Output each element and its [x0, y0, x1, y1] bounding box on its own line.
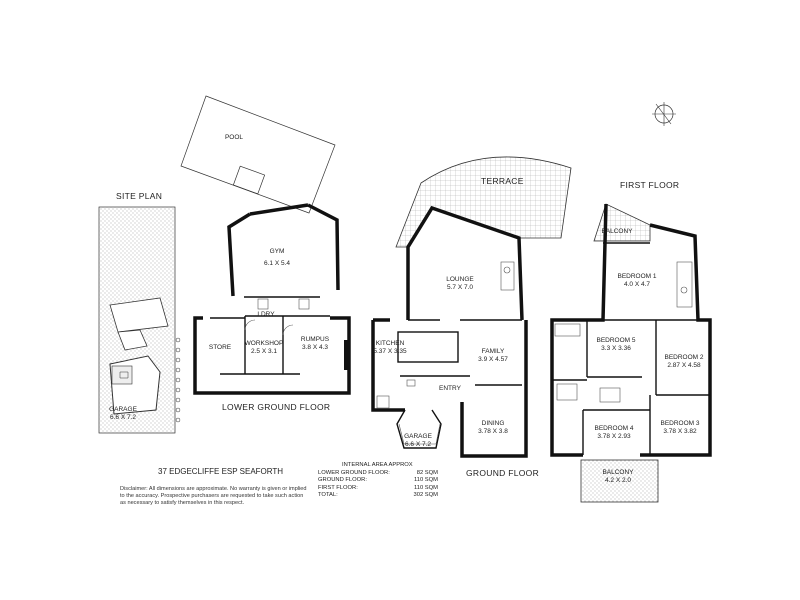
- bedroom5-label: BEDROOM 5: [596, 337, 635, 344]
- area-row: TOTAL:302 SQM: [318, 492, 438, 499]
- area-table: INTERNAL AREA APPROX LOWER GROUND FLOOR:…: [318, 462, 438, 500]
- property-address: 37 EDGECLIFFE ESP SEAFORTH: [158, 467, 284, 476]
- store-label: STORE: [209, 344, 232, 351]
- site-garage-dim: 6.6 X 7.2: [110, 414, 136, 421]
- bedroom3-label: BEDROOM 3: [660, 420, 699, 427]
- workshop-label: WORKSHOP: [245, 340, 284, 347]
- family-label: FAMILY: [482, 348, 505, 355]
- bedroom3-dim: 3.78 X 3.82: [663, 428, 697, 435]
- lounge-dim: 5.7 X 7.0: [447, 284, 473, 291]
- garage-label: GARAGE: [404, 433, 432, 440]
- gym-dim: 6.1 X 5.4: [264, 260, 290, 267]
- bedroom2-label: BEDROOM 2: [664, 354, 703, 361]
- disclaimer-text: Disclaimer: All dimensions are approxima…: [120, 486, 307, 506]
- bedroom1-dim: 4.0 X 4.7: [624, 281, 650, 288]
- bedroom4-dim: 3.78 X 2.93: [597, 433, 631, 440]
- pool-label: POOL: [225, 134, 243, 141]
- bedroom4-label: BEDROOM 4: [594, 425, 633, 432]
- bedroom2-dim: 2.87 X 4.58: [667, 362, 701, 369]
- dining-dim: 3.78 X 3.8: [478, 428, 508, 435]
- area-heading: INTERNAL AREA APPROX: [342, 462, 413, 468]
- kitchen-dim: 5.37 X 3.35: [373, 348, 407, 355]
- workshop-dim: 2.5 X 3.1: [251, 348, 277, 355]
- area-row: LOWER GROUND FLOOR:82 SQM: [318, 469, 438, 476]
- pool: POOL: [180, 95, 336, 214]
- garage-dim: 6.6 X 7.2: [405, 441, 431, 448]
- site-garage-label: GARAGE: [109, 406, 137, 413]
- site-plan: SITE PLAN GARAGE 6.6 X 7.2: [98, 191, 181, 434]
- north-compass-icon: [652, 102, 676, 126]
- bedroom5-dim: 3.3 X 3.36: [601, 345, 631, 352]
- first-floor-title: FIRST FLOOR: [620, 180, 679, 190]
- area-row: GROUND FLOOR:110 SQM: [318, 477, 438, 484]
- rumpus-label: RUMPUS: [301, 336, 330, 343]
- entry-label: ENTRY: [439, 385, 462, 392]
- top-balcony-label: BALCONY: [601, 228, 633, 235]
- ground-floor-title: GROUND FLOOR: [466, 468, 539, 478]
- lower-ground-floor: GYM 6.1 X 5.4 LDRY STORE WORKSHOP 2.5 X …: [193, 203, 351, 412]
- site-plan-title: SITE PLAN: [116, 191, 162, 201]
- lounge-label: LOUNGE: [446, 276, 474, 283]
- lower-ground-floor-title: LOWER GROUND FLOOR: [222, 402, 330, 412]
- bottom-balcony-dim: 4.2 X 2.0: [605, 477, 631, 484]
- family-dim: 3.9 X 4.57: [478, 356, 508, 363]
- kitchen-label: KITCHEN: [376, 340, 405, 347]
- area-row: FIRST FLOOR:110 SQM: [318, 484, 438, 491]
- first-floor: FIRST FLOOR BALCONY BEDROOM 1: [550, 180, 712, 503]
- bottom-balcony-label: BALCONY: [602, 469, 634, 476]
- rumpus-dim: 3.8 X 4.3: [302, 344, 328, 351]
- terrace-label: TERRACE: [481, 176, 524, 186]
- gym-label: GYM: [270, 248, 285, 255]
- dining-label: DINING: [482, 420, 505, 427]
- bedroom1-label: BEDROOM 1: [617, 273, 656, 280]
- ldry-label: LDRY: [257, 311, 275, 318]
- ground-floor: TERRACE LOUNGE 5.7 X 7.0 KITCHEN 5.37 X …: [371, 156, 572, 478]
